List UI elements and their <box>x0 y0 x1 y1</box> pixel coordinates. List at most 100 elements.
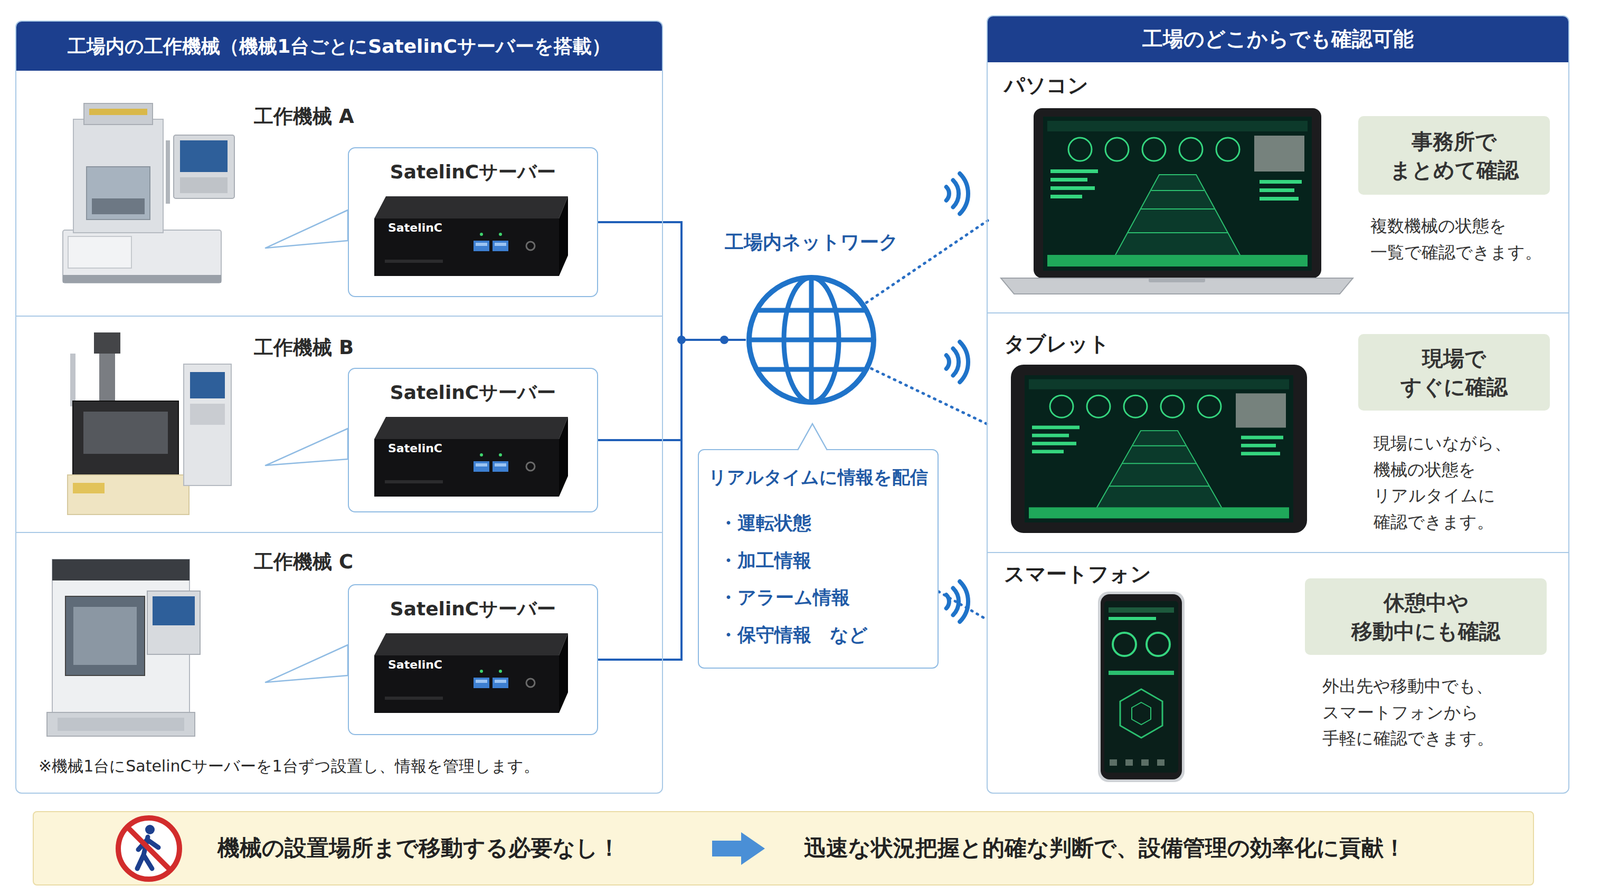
text-slot: 現場にいながら、 機械の状態を リアルタイムに 確認できます。 <box>1373 430 1512 536</box>
node-heading: 現場で すぐに確認 <box>1400 344 1508 402</box>
graphic-part <box>374 633 568 714</box>
node-heading: 工場内の工作機械（機械1台ごとにSatelinCサーバーを搭載） <box>67 34 611 59</box>
graphic-part <box>1141 759 1149 766</box>
node-text: 現場にいながら、 機械の状態を リアルタイムに 確認できます。 <box>1373 430 1512 536</box>
summary-banner: 機械の設置場所まで移動する必要なし！ 迅速な状況把握と的確な判断で、設備管理の効率… <box>32 811 1535 886</box>
label-slot: SatelinC <box>387 220 443 236</box>
label-slot: SatelinC <box>387 441 443 457</box>
node-text: 複数機械の状態を 一覧で確認できます。 <box>1370 213 1542 266</box>
graphic-part <box>797 423 828 451</box>
node-text: ・加工情報 <box>718 549 812 573</box>
text-slot: 事務所で まとめて確認 <box>1358 116 1550 195</box>
callout-pointer <box>797 423 828 453</box>
text-slot: 外出先や移動中でも、 スマートフォンから 手軽に確認できます。 <box>1322 673 1494 753</box>
text-slot: ・運転状態 <box>718 512 812 536</box>
node-text: ・アラーム情報 <box>718 586 850 610</box>
node-text: ・運転状態 <box>718 512 812 536</box>
graphic-part <box>953 348 960 376</box>
bus-dots <box>677 335 729 345</box>
graphic-part <box>959 581 969 622</box>
node-heading: 工場内ネットワーク <box>724 230 899 254</box>
graphic-part <box>68 236 132 269</box>
graphic-part <box>749 337 874 343</box>
device-section: パソコン複数機械の状態を 一覧で確認できます。 事務所で まとめて確認 <box>987 62 1569 313</box>
graphic-part <box>374 417 568 497</box>
graphic-part <box>1033 108 1322 279</box>
graphic-part <box>946 594 950 609</box>
no-walking-icon <box>112 812 185 885</box>
text-slot: 工作機械 B <box>253 335 354 361</box>
text-slot: 工場内の工作機械（機械1台ごとにSatelinCサーバーを搭載） <box>16 21 662 71</box>
bubble-tails <box>265 210 348 683</box>
machine-illustration <box>46 103 241 289</box>
graphic-part <box>720 335 729 345</box>
node-heading: 機械の設置場所まで移動する必要なし！ <box>217 834 621 863</box>
network-cable <box>598 339 745 441</box>
graphic-part <box>57 717 185 732</box>
graphic-part <box>118 818 180 880</box>
graphic-part <box>1043 116 1312 271</box>
graphic-part <box>46 712 195 737</box>
graphic-part <box>83 103 153 125</box>
text-slot: ・加工情報 <box>718 549 812 573</box>
graphic-part <box>190 403 225 425</box>
graphic-part <box>712 832 765 866</box>
graphic-part <box>152 596 195 626</box>
graphic-part <box>1109 759 1165 766</box>
node-heading: タブレット <box>1004 331 1110 358</box>
device-panel: 工場のどこからでも確認可能 パソコン複数機械の状態を 一覧で確認できます。 事務所… <box>986 15 1570 794</box>
text-slot: ・保守情報 など <box>718 623 868 648</box>
graphic-part <box>946 342 969 383</box>
node-heading: SatelinCサーバー <box>390 159 557 184</box>
graphic-part <box>374 196 568 277</box>
text-slot: 複数機械の状態を 一覧で確認できます。 <box>1370 213 1542 266</box>
machine-row: 工作機械 ASatelinCサーバーSatelinC <box>16 70 662 316</box>
network-cable <box>598 222 745 340</box>
node-heading: 工場のどこからでも確認可能 <box>1142 26 1414 53</box>
server-illustration <box>374 417 568 497</box>
graphic-part <box>1112 632 1136 657</box>
machine-row: 工作機械 B SatelinCサーバー SatelinC <box>16 315 662 533</box>
network-globe: 工場内ネットワーク <box>744 273 878 407</box>
text-slot: タブレット <box>1004 331 1110 358</box>
wireless-link <box>938 591 988 621</box>
graphic-part <box>190 372 225 399</box>
graphic-part <box>953 180 960 208</box>
result-arrow <box>712 832 765 866</box>
device-section: タブレット現場にいながら、 機械の状態を リアルタイムに 確認できます。 現場で … <box>987 312 1569 553</box>
machine-row: 工作機械 C SatelinCサーバー SatelinC <box>16 532 662 757</box>
node-heading: 工作機械 C <box>253 550 354 575</box>
text-slot: 機械の設置場所まで移動する必要なし！ <box>217 812 621 885</box>
graphic-part <box>1148 278 1206 283</box>
text-slot: 迅速な状況把握と的確な判断で、設備管理の効率化に貢献！ <box>803 812 1406 885</box>
benefit-box: 事務所で まとめて確認 <box>1358 116 1550 195</box>
graphic-part <box>946 173 969 214</box>
server-logo: SatelinC <box>387 220 443 236</box>
text-slot: 休憩中や 移動中にも確認 <box>1304 578 1547 656</box>
node-heading: SatelinCサーバー <box>390 380 557 405</box>
graphic-part <box>953 588 960 616</box>
text-slot: ・アラーム情報 <box>718 586 850 610</box>
text-slot: SatelinCサーバー <box>348 597 598 621</box>
graphic-part <box>147 591 201 655</box>
text-slot: パソコン <box>1004 72 1089 99</box>
node-text: 外出先や移動中でも、 スマートフォンから 手軽に確認できます。 <box>1322 673 1494 753</box>
graphic-part <box>265 210 348 249</box>
graphic-part <box>1125 759 1133 766</box>
graphic-part <box>91 198 145 215</box>
server-box: SatelinCサーバー SatelinC <box>347 367 599 513</box>
benefit-box: 休憩中や 移動中にも確認 <box>1304 578 1547 656</box>
label-slot: SatelinC <box>387 657 443 673</box>
globe-icon <box>744 273 878 407</box>
graphic-part <box>1024 375 1294 523</box>
graphic-part <box>65 596 145 676</box>
node-heading: スマートフォン <box>1004 561 1152 588</box>
graphic-part <box>145 825 155 835</box>
graphic-part <box>1109 759 1117 766</box>
text-slot: 工作機械 C <box>253 550 354 575</box>
smartphone-illustration <box>1097 591 1185 783</box>
node-heading: 休憩中や 移動中にも確認 <box>1351 588 1501 646</box>
graphic-part <box>797 423 828 453</box>
label-slot: ※機械1台にSatelinCサーバーを1台ずつ設置し、情報を管理します。 <box>38 756 540 777</box>
